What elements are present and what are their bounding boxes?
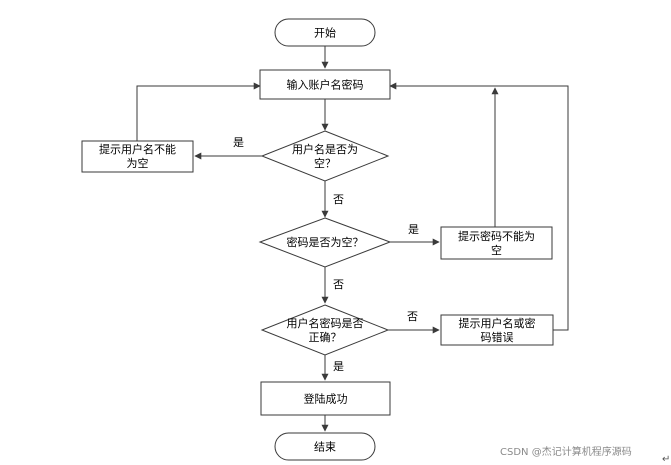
edge-label-pwd-empty-no: 否 [333, 278, 344, 291]
prompt-wrong-line1: 提示用户名或密 [459, 316, 536, 330]
check-user-empty-line2: 空？ [314, 156, 336, 170]
start-node: 开始 [274, 18, 376, 47]
prompt-wrong-line2: 码错误 [481, 330, 514, 344]
input-label: 输入账户名密码 [287, 78, 364, 92]
end-node: 结束 [274, 432, 376, 461]
watermark: CSDN @杰记计算机程序源码 [500, 445, 632, 458]
edges [136, 46, 569, 432]
check-pwd-empty-label: 密码是否为空？ [287, 235, 364, 249]
prompt-user-empty-line1: 提示用户名不能 [99, 142, 176, 156]
check-user-empty-node: 用户名是否为 空？ [260, 130, 390, 182]
edge-prompt-wrong-back-input [389, 82, 569, 331]
success-node: 登陆成功 [260, 381, 391, 416]
prompt-pwd-empty-line2: 空 [491, 243, 502, 257]
check-correct-line2: 正确？ [309, 331, 342, 344]
check-user-empty-line1: 用户名是否为 [292, 142, 358, 156]
prompt-user-empty-line2: 为空 [127, 156, 149, 170]
return-mark-icon: ↵ [662, 454, 670, 465]
check-pwd-empty-node: 密码是否为空？ [258, 217, 392, 268]
check-correct-node: 用户名密码是否 正确？ [260, 304, 390, 356]
edge-label-correct-yes: 是 [333, 360, 344, 373]
edge-label-pwd-empty-yes: 是 [408, 223, 419, 236]
prompt-user-empty-node: 提示用户名不能 为空 [81, 140, 194, 173]
edge-label-correct-no: 否 [407, 310, 418, 323]
success-label: 登陆成功 [304, 392, 348, 406]
prompt-pwd-empty-node: 提示密码不能为 空 [440, 226, 553, 260]
edge-label-user-empty-no: 否 [333, 193, 344, 206]
end-label: 结束 [314, 441, 336, 454]
edge-label-user-empty-yes: 是 [233, 136, 244, 149]
start-label: 开始 [314, 26, 336, 40]
prompt-pwd-empty-line1: 提示密码不能为 [458, 229, 535, 243]
prompt-wrong-node: 提示用户名或密 码错误 [440, 314, 554, 346]
input-node: 输入账户名密码 [259, 69, 391, 100]
check-correct-line1: 用户名密码是否 [287, 316, 364, 330]
edge-prompt-user-back-input [136, 82, 261, 141]
